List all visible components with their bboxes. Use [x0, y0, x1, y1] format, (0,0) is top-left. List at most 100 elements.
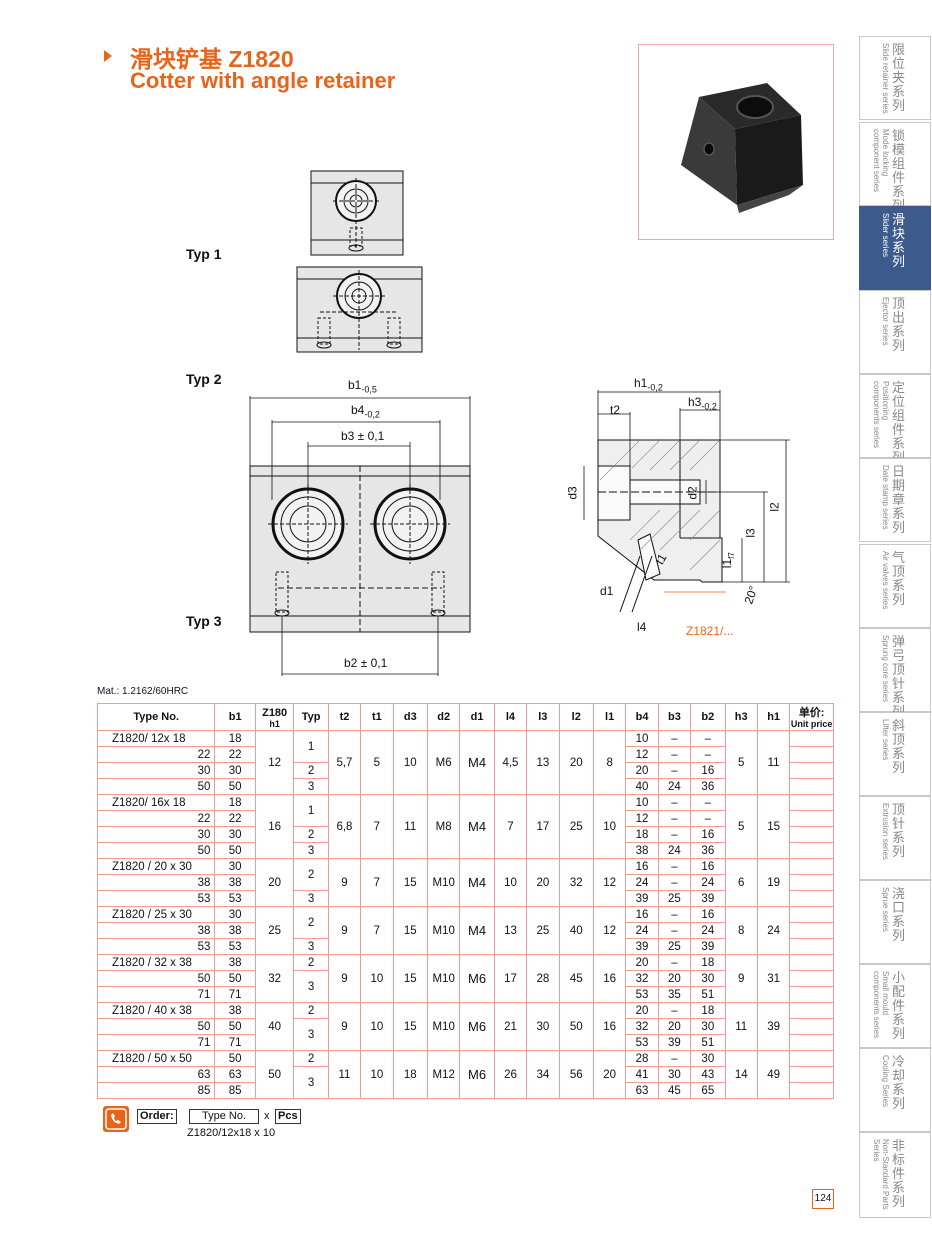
d3-cell: 15: [392, 858, 428, 907]
l4-cell: 13: [493, 906, 528, 955]
b4-cell: 16: [625, 858, 659, 875]
b3-cell: –: [657, 906, 692, 923]
column-header: h3: [724, 703, 758, 731]
b2-cell: 30: [690, 1018, 726, 1035]
b3-cell: –: [657, 1050, 692, 1067]
l4-cell: 17: [493, 954, 528, 1003]
type-no-cell: Z1820 / 32 x 38: [96, 954, 216, 971]
h3-cell: 5: [724, 794, 758, 859]
d1-cell: M6: [459, 954, 495, 1003]
dim-l1: l1f7: [719, 552, 737, 569]
b4-cell: 39: [625, 938, 659, 955]
sidebar-tab-english-label: Sprung core series: [881, 635, 890, 703]
sidebar-tab-chinese-label: 限位夹系列: [892, 42, 906, 113]
d3-cell: 15: [392, 906, 428, 955]
b2-cell: 51: [690, 1034, 726, 1051]
sidebar-tab-english-label: Sprue series: [881, 887, 890, 932]
b1-cell: 71: [214, 1034, 256, 1051]
sidebar-tab-chinese-label: 非标件系列: [892, 1138, 906, 1209]
b1-cell: 18: [214, 794, 256, 811]
sidebar-tab[interactable]: 定位组件系列Positioning components series: [859, 374, 931, 465]
order-times-sign: x: [264, 1110, 270, 1122]
b1-cell: 38: [214, 1002, 256, 1019]
typ-cell: 2: [293, 762, 329, 779]
h1-z180-cell: 12: [254, 730, 295, 795]
sidebar-tab[interactable]: 弹弓顶针系列Sprung core series: [859, 628, 931, 719]
t1-cell: 5: [360, 730, 394, 795]
d2-cell: M12: [426, 1050, 461, 1099]
column-header: t1: [360, 703, 394, 731]
typ-cell: 3: [293, 970, 329, 1003]
l3-cell: 20: [526, 858, 560, 907]
dim-t2: t2: [610, 403, 621, 417]
l1-cell: 16: [592, 1002, 627, 1051]
page-title-english: Cotter with angle retainer: [130, 68, 396, 93]
h1-z180-cell: 20: [254, 858, 295, 907]
column-header: 单价:Unit price: [789, 703, 834, 731]
b3-cell: 25: [657, 890, 692, 907]
l2-cell: 40: [558, 906, 594, 955]
b3-cell: 24: [657, 842, 692, 859]
h3-cell: 6: [724, 858, 758, 907]
order-label: Order:: [137, 1109, 177, 1124]
cotter-block-product-photo-icon: [681, 83, 803, 213]
sidebar-tab-english-label: Slide retainer series: [881, 43, 890, 114]
sidebar-tab-english-label: Non-Standard Parts Series: [872, 1139, 890, 1210]
b2-cell: 39: [690, 890, 726, 907]
l3-cell: 28: [526, 954, 560, 1003]
dim-b4: b4-0,2: [351, 403, 380, 420]
typ-cell: 2: [293, 1050, 329, 1067]
b2-cell: –: [690, 746, 726, 763]
unit-price-cell: [789, 1066, 834, 1083]
b2-cell: 36: [690, 842, 726, 859]
sidebar-tab[interactable]: 锁模组件系列Mode locking component series: [859, 122, 931, 213]
b2-cell: 65: [690, 1082, 726, 1099]
type-no-cell: 38: [96, 922, 216, 939]
unit-price-cell: [789, 794, 834, 811]
b1-cell: 50: [214, 970, 256, 987]
b3-cell: 20: [657, 1018, 692, 1035]
d1-cell: M4: [459, 794, 495, 859]
sidebar-tab-chinese-label: 日期章系列: [892, 464, 906, 535]
column-header: l3: [526, 703, 560, 731]
typ-cell: 2: [293, 858, 329, 891]
dim-b2: b2 ± 0,1: [344, 656, 388, 670]
t2-cell: 9: [327, 906, 362, 955]
sidebar-tab-english-label: Ejector series: [881, 297, 890, 346]
dim-h3: h3-0,2: [688, 395, 717, 412]
dim-l2: l2: [767, 502, 782, 512]
sidebar-tab-chinese-label: 气顶系列: [892, 550, 906, 607]
b1-cell: 30: [214, 826, 256, 843]
column-header: b4: [625, 703, 659, 731]
b1-cell: 38: [214, 874, 256, 891]
b1-cell: 50: [214, 1050, 256, 1067]
b4-cell: 39: [625, 890, 659, 907]
b4-cell: 24: [625, 874, 659, 891]
unit-price-cell: [789, 1082, 834, 1099]
d1-cell: M4: [459, 730, 495, 795]
l1-cell: 16: [592, 954, 627, 1003]
h1-z180-cell: 32: [254, 954, 295, 1003]
b1-cell: 22: [214, 810, 256, 827]
l1-cell: 20: [592, 1050, 627, 1099]
